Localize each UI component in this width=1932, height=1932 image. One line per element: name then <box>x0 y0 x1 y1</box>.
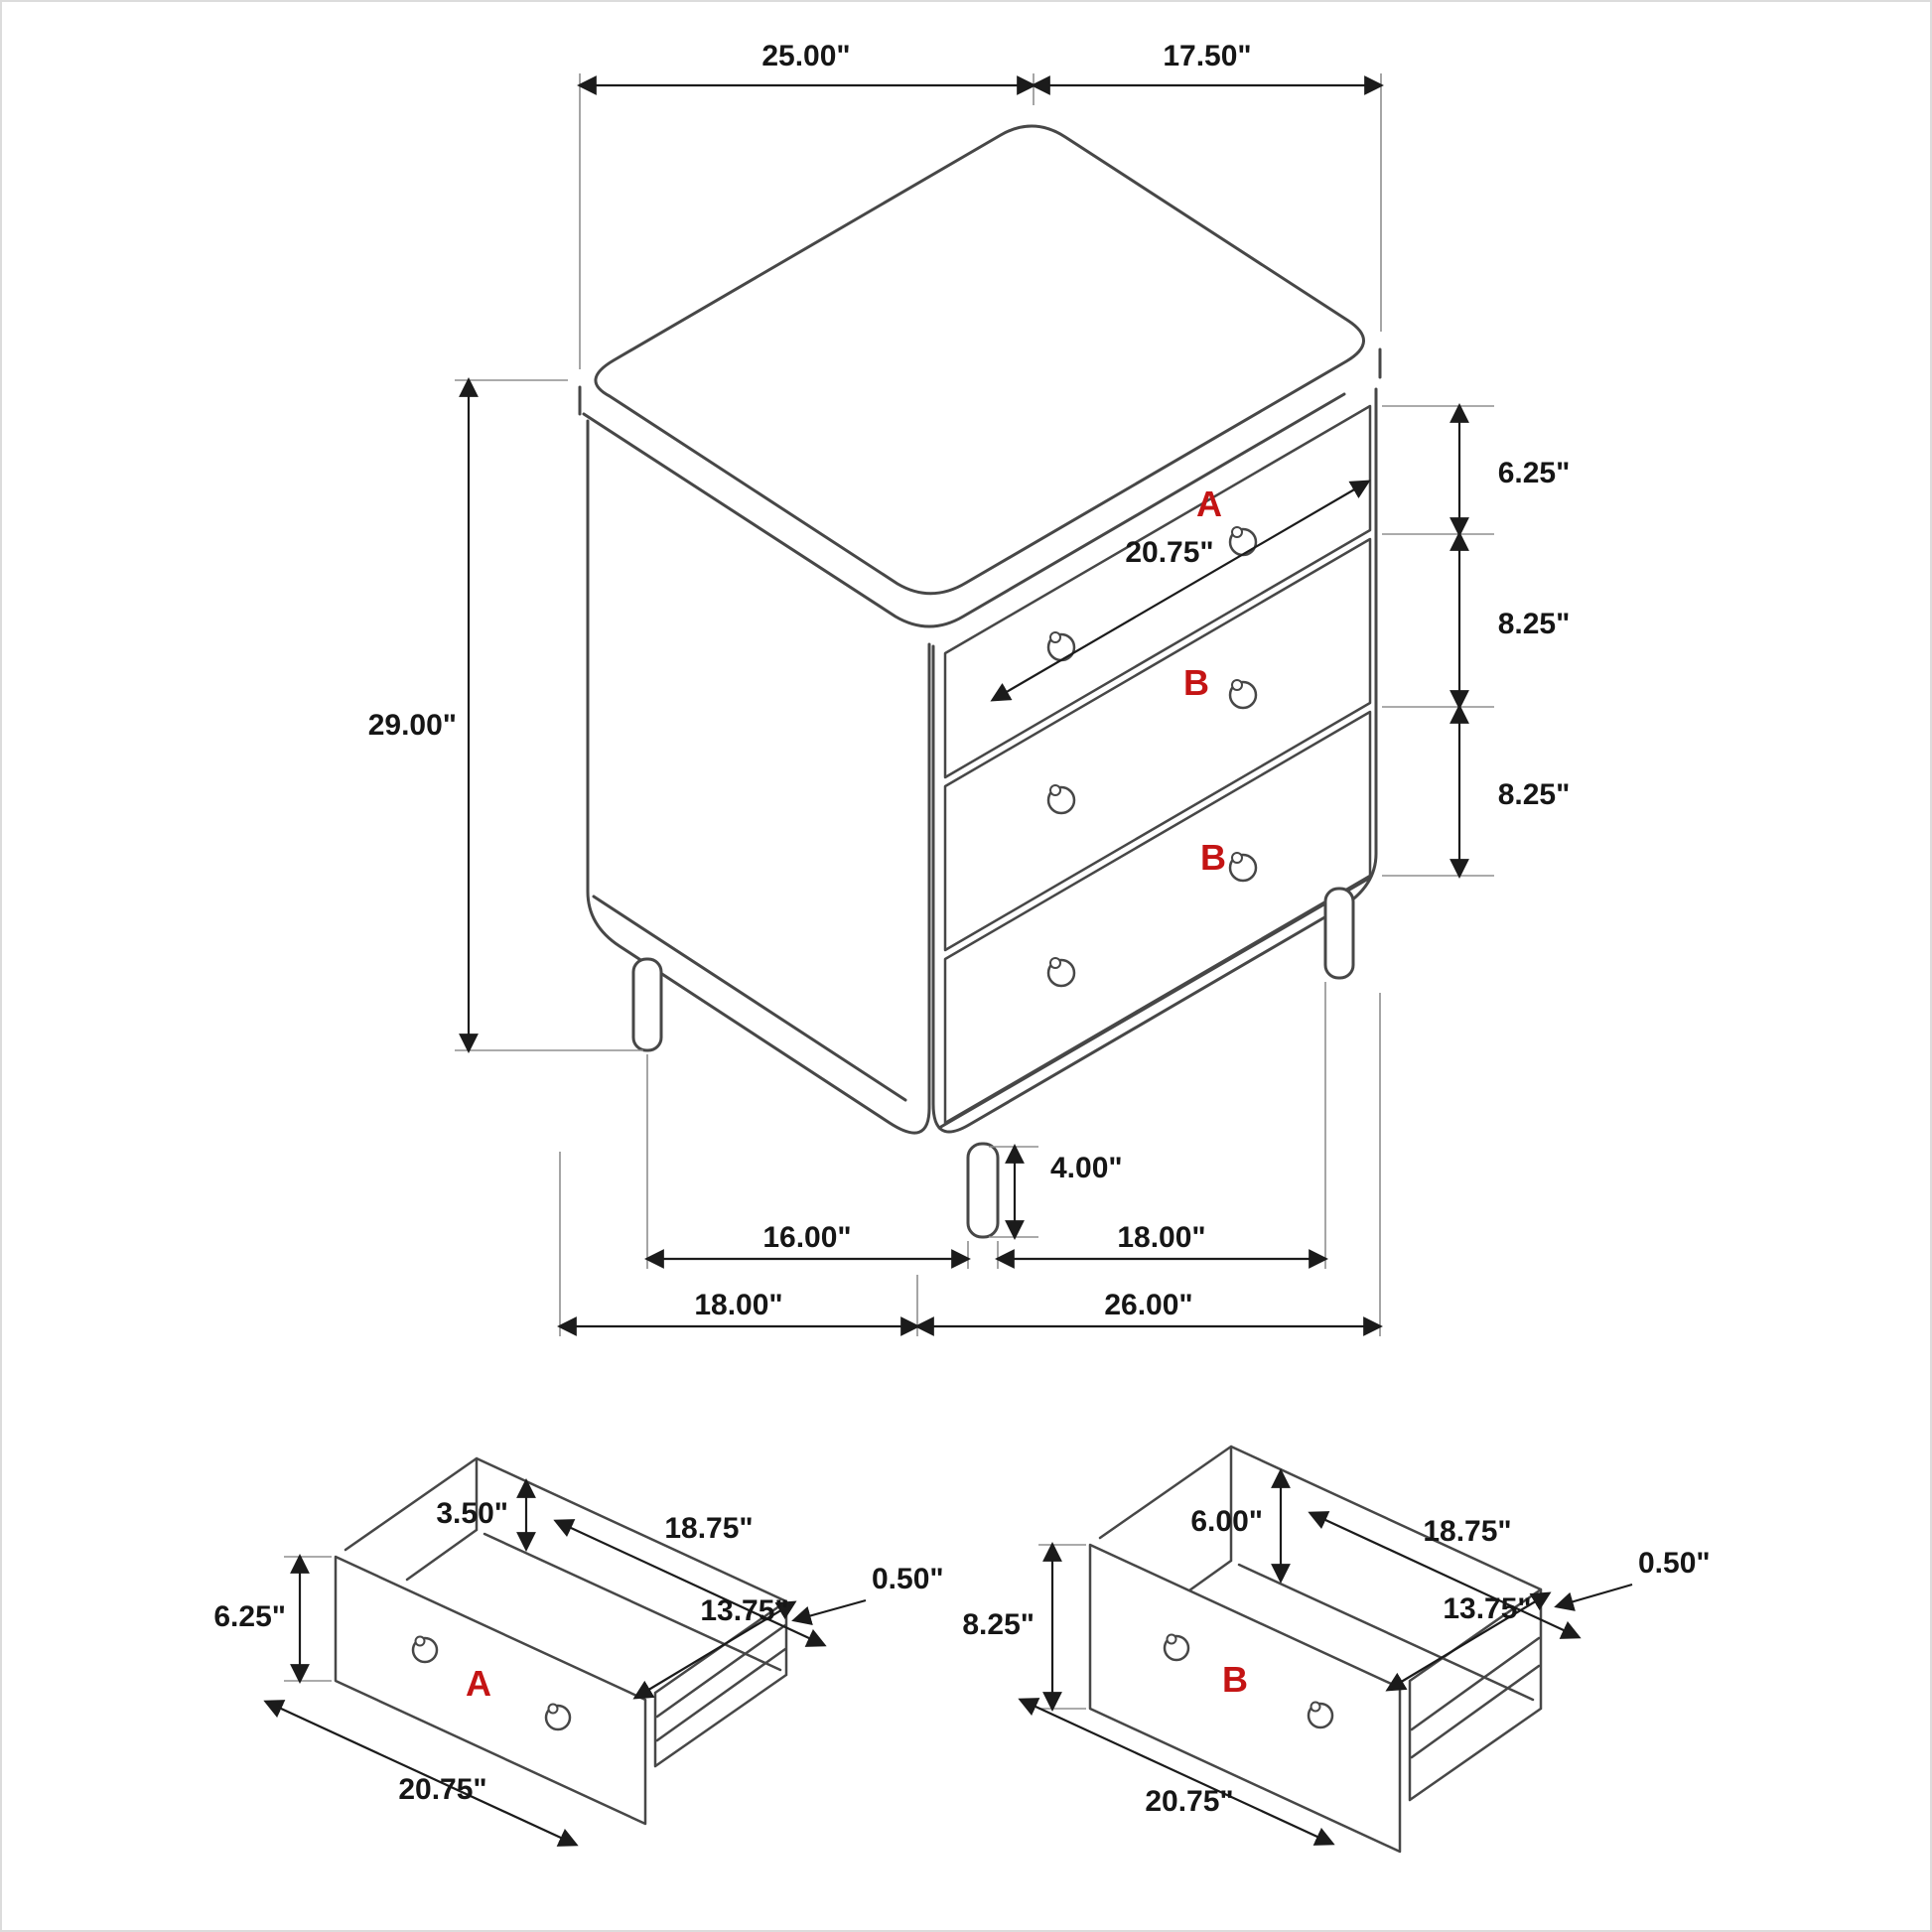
knob-highlight-icon <box>414 1635 426 1647</box>
knob-highlight-icon <box>1310 1701 1321 1713</box>
chest-top-slab-edges <box>578 347 1382 628</box>
extension-lines-drawer-b <box>1038 1544 1086 1710</box>
knob-highlight-icon <box>1049 631 1061 643</box>
dim-label-top-width: 25.00" <box>761 40 850 72</box>
knob-highlight-icon <box>1049 784 1061 796</box>
dim-label-b-inner-width: 18.75" <box>1423 1515 1511 1548</box>
dim-arrow-a-wall-thickness <box>791 1598 867 1626</box>
dim-label-a-inner-width: 18.75" <box>664 1512 753 1545</box>
dim-label-a-back-height: 3.50" <box>436 1497 508 1530</box>
dim-arrow-b-inner-depth <box>1385 1591 1552 1692</box>
dim-label-overall-width: 26.00" <box>1104 1289 1192 1321</box>
leg-right <box>1323 887 1355 980</box>
dim-label-a-wall-thickness: 0.50" <box>872 1563 944 1595</box>
dim-label-overall-height: 29.00" <box>368 709 457 742</box>
dim-label-b-wall-thickness: 0.50" <box>1638 1547 1711 1580</box>
dim-arrow-a-inner-depth <box>632 1600 797 1700</box>
dim-label-drawer-width: 20.75" <box>1125 536 1213 569</box>
dim-label-a-front-height: 6.25" <box>213 1600 286 1633</box>
dim-label-b-front-width: 20.75" <box>1145 1785 1233 1818</box>
dim-arrow-b-wall-thickness <box>1554 1583 1633 1611</box>
drawer-a-letter: A <box>466 1663 491 1704</box>
dim-label-drawer3-height: 8.25" <box>1498 778 1571 811</box>
dim-label-a-front-width: 20.75" <box>398 1773 486 1806</box>
dim-label-leg-height: 4.00" <box>1050 1152 1123 1184</box>
dim-label-leg-span-depth: 16.00" <box>762 1221 851 1254</box>
extension-lines-drawer-a <box>284 1556 332 1682</box>
dim-label-drawer2-height: 8.25" <box>1498 608 1571 640</box>
dim-label-leg-span-width: 18.00" <box>1117 1221 1205 1254</box>
chest-top-face <box>594 124 1365 596</box>
drawer-b-view: 6.00" 18.75" 8.25" 0.50" 13.75" 20.75" B <box>962 1445 1711 1854</box>
leg-front <box>966 1142 1000 1239</box>
drawer-letter-a: A <box>1196 483 1222 524</box>
knob-highlight-icon <box>1231 852 1243 864</box>
drawer-letter-b1: B <box>1183 662 1209 703</box>
drawer-a-view: 3.50" 18.75" 6.25" 0.50" 13.75" 20.75" A <box>213 1456 944 1847</box>
dim-arrow-b-front-width <box>1018 1698 1335 1846</box>
knob-highlight-icon <box>547 1703 559 1715</box>
drawer-b-letter: B <box>1222 1659 1248 1700</box>
dim-label-b-front-height: 8.25" <box>962 1608 1035 1641</box>
drawer-letter-b2: B <box>1200 837 1226 878</box>
knob-highlight-icon <box>1166 1633 1177 1645</box>
main-chest-view: 25.00" 17.50" 6.25" 8.25" 8.25" 29.00" 2… <box>368 40 1571 1336</box>
dim-label-top-depth: 17.50" <box>1163 40 1251 72</box>
dim-label-b-back-height: 6.00" <box>1190 1505 1263 1538</box>
dim-arrow-drawer-width <box>990 480 1371 702</box>
dim-label-overall-depth: 18.00" <box>694 1289 782 1321</box>
dim-label-drawer1-height: 6.25" <box>1498 457 1571 489</box>
knob-highlight-icon <box>1231 526 1243 538</box>
knob-highlight-icon <box>1049 957 1061 969</box>
dim-arrow-a-front-width <box>263 1700 579 1847</box>
dim-label-b-inner-depth: 13.75" <box>1443 1592 1531 1625</box>
chest-side-panel <box>586 419 931 1135</box>
knob-highlight-icon <box>1231 679 1243 691</box>
leg-back-left <box>631 957 663 1052</box>
chest-front-face <box>931 387 1378 1134</box>
dim-label-a-inner-depth: 13.75" <box>700 1594 788 1627</box>
